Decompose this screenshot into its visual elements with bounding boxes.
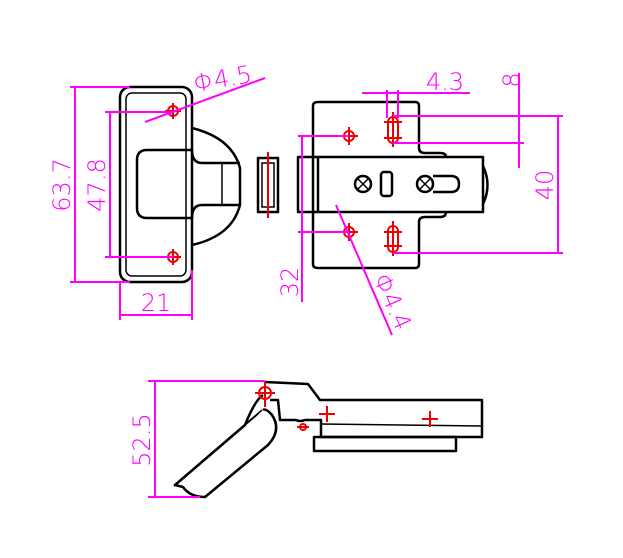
- cup-view: [118, 85, 242, 284]
- dim-cup-width: 21: [141, 289, 172, 317]
- plate-view: [296, 100, 489, 270]
- cup-holes: [165, 103, 181, 265]
- dimension-lines: [70, 73, 563, 498]
- dim-slot-length: 8: [498, 72, 526, 87]
- dim-cup-hole-diameter: Φ4.5: [191, 60, 254, 98]
- dim-cup-height: 63.7: [48, 158, 76, 211]
- dim-slot-spacing: 40: [531, 170, 559, 201]
- dim-plate-hole-diameter: Φ4.4: [368, 269, 418, 334]
- dim-slot-width: 4.3: [426, 68, 464, 96]
- side-holes: [255, 381, 438, 431]
- side-view: [173, 380, 484, 499]
- dim-plate-hole-spacing: 32: [276, 267, 304, 298]
- dim-cup-hole-spacing: 47.8: [83, 158, 111, 211]
- dim-side-height: 52.5: [128, 413, 156, 466]
- arm-end: [256, 152, 280, 218]
